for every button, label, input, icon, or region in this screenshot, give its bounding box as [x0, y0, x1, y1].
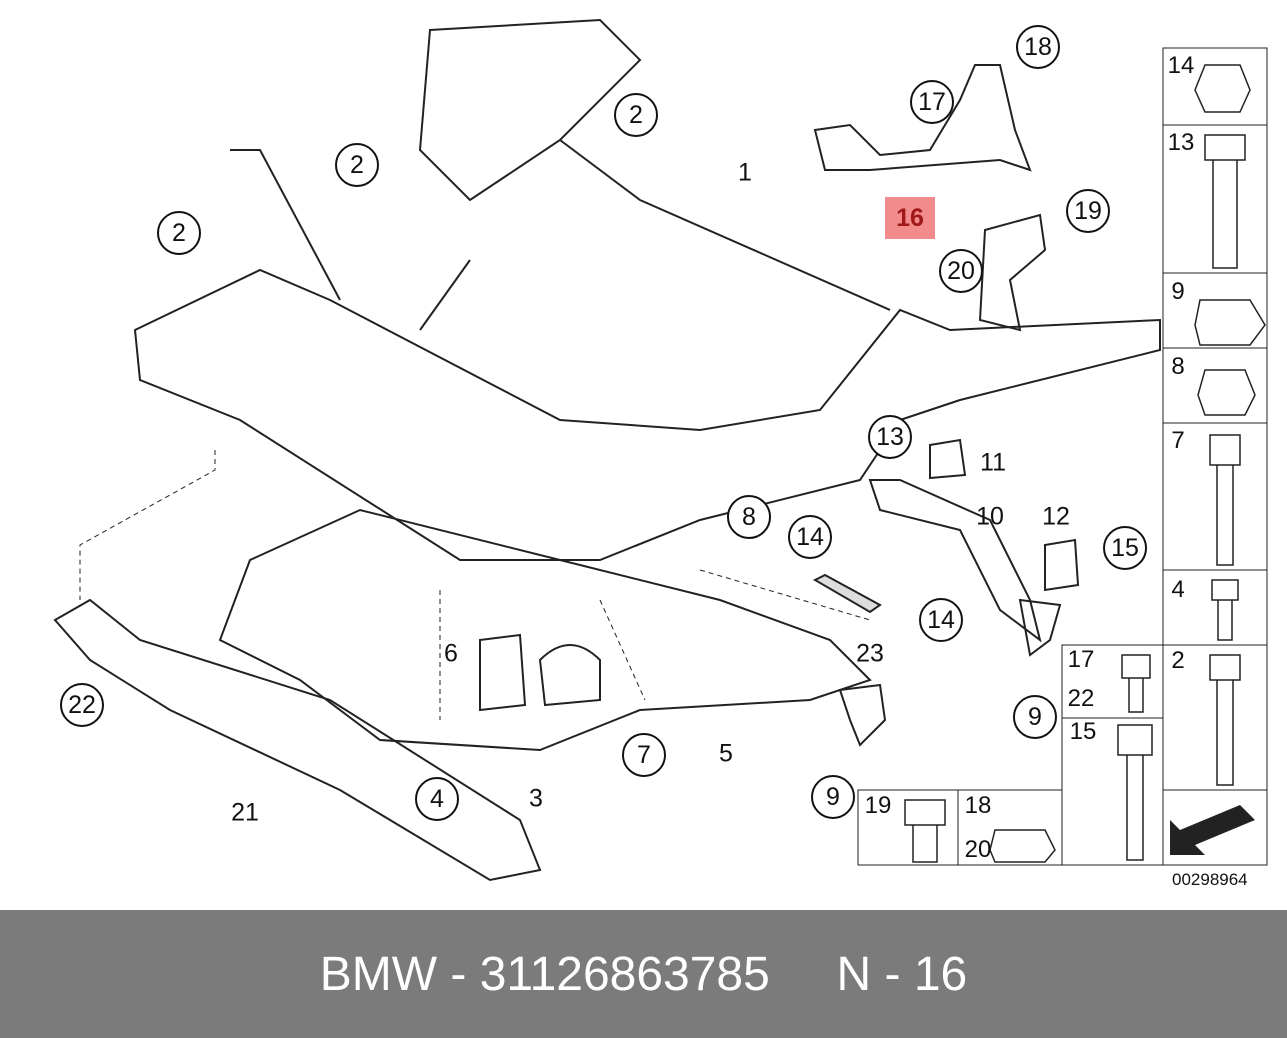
label-6: 6	[444, 639, 458, 668]
table-label-4: 4	[1171, 576, 1185, 603]
callout-17: 17	[910, 80, 954, 124]
direction-arrow-icon	[1170, 805, 1255, 855]
label-21: 21	[231, 798, 259, 827]
label-10: 10	[976, 502, 1004, 531]
table-label-17: 17	[1067, 646, 1095, 673]
callout-20: 20	[939, 249, 983, 293]
brand: BMW	[319, 947, 438, 1001]
callout-2: 2	[335, 143, 379, 187]
table-label-15: 15	[1069, 718, 1097, 745]
table-label-8: 8	[1171, 353, 1185, 380]
callout-22: 22	[60, 683, 104, 727]
label-23: 23	[856, 639, 884, 668]
table-label-19: 19	[864, 792, 892, 819]
callout-19: 19	[1066, 189, 1110, 233]
table-label-2: 2	[1171, 647, 1185, 674]
callout-18: 18	[1016, 25, 1060, 69]
callout-7: 7	[622, 733, 666, 777]
callout-4: 4	[415, 777, 459, 821]
table-label-14: 14	[1167, 52, 1195, 79]
callout-2: 2	[157, 211, 201, 255]
callout-14: 14	[919, 598, 963, 642]
subframe-drawing	[53, 18, 1268, 882]
part-number: 31126863785	[479, 947, 770, 1001]
label-11: 11	[980, 448, 1006, 477]
callout-8: 8	[727, 495, 771, 539]
callout-14: 14	[788, 515, 832, 559]
position-number: N - 16	[836, 947, 968, 1001]
table-label-13: 13	[1167, 129, 1195, 156]
parts-diagram: 2 2 2 17 18 19 20 13 8 14 15 14 9 7 4 22…	[53, 18, 1268, 889]
spacer	[770, 947, 837, 1002]
table-label-9: 9	[1171, 278, 1185, 305]
table-label-22: 22	[1067, 685, 1095, 712]
callout-9: 9	[811, 775, 855, 819]
part-footer: BMW - 31126863785 N - 16	[0, 910, 1287, 1038]
table-label-7: 7	[1171, 427, 1185, 454]
highlighted-callout-16[interactable]: 16	[885, 197, 935, 239]
label-3: 3	[529, 784, 543, 813]
table-label-20: 20	[964, 836, 992, 863]
callout-13: 13	[868, 415, 912, 459]
callout-15: 15	[1103, 526, 1147, 570]
callout-2: 2	[614, 93, 658, 137]
separator: -	[437, 947, 480, 1001]
label-1: 1	[738, 158, 752, 187]
table-label-18: 18	[964, 792, 992, 819]
label-12: 12	[1042, 502, 1070, 531]
callout-9: 9	[1013, 695, 1057, 739]
label-5: 5	[719, 739, 733, 768]
drawing-code: 00298964	[1172, 870, 1248, 889]
